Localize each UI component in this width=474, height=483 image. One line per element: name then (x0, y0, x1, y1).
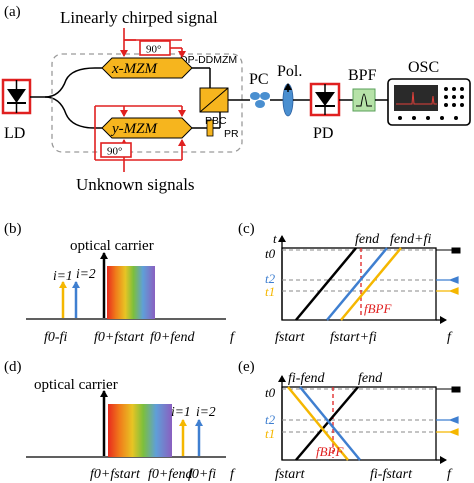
polarization-controller (250, 92, 270, 108)
d-i2-label: i=2 (196, 404, 216, 419)
y-mzm-label: y-MZM (110, 121, 158, 137)
c-blue-line (326, 247, 388, 321)
panel-d: (d) optical carrier i=1 i=2 f0+fstart f0… (4, 359, 236, 482)
polarizer (282, 83, 294, 117)
c-b1: fstart (275, 330, 306, 345)
bpf-label: BPF (348, 67, 377, 84)
phase-bottom-label: 90° (107, 146, 122, 158)
phase-top-label: 90° (146, 44, 161, 56)
pol-label: Pol. (277, 63, 302, 80)
panel-e: (e) fi-fend fend t0 t2 t1 fBPF fstart fi… (238, 359, 461, 482)
c-t1: t1 (265, 284, 275, 299)
photodetector (309, 82, 341, 117)
top-caption: Linearly chirped signal (60, 8, 218, 27)
diode-icon (7, 89, 26, 103)
pbc (199, 87, 229, 113)
e-top2: fend (358, 371, 383, 386)
e-black-line (295, 386, 359, 461)
e-b2: fi-fstart (370, 467, 413, 482)
b-faxis: f (230, 330, 236, 345)
pbc-label: PBC (205, 115, 227, 127)
panel-c-label: (c) (238, 221, 255, 237)
phase-shifter-bottom (100, 142, 132, 158)
b-i2-label: i=2 (76, 266, 96, 281)
d-faxis: f (230, 467, 236, 482)
b-tick3: f0+fend (150, 330, 195, 345)
e-blue-line (299, 386, 361, 461)
c-faxis: f (447, 330, 453, 345)
c-t2: t2 (265, 271, 276, 286)
panel-b: (b) optical carrier i=1 i=2 f0-fi f0+fst… (4, 221, 236, 345)
pr-label: PR (224, 128, 239, 140)
d-chirp-band (108, 404, 172, 457)
pc-label: PC (249, 71, 269, 88)
photodiode-icon (315, 92, 335, 106)
e-fbpf: fBPF (316, 444, 344, 459)
panel-b-label: (b) (4, 221, 22, 237)
panel-c: (c) fend fend+fi t t0 t2 t1 fBPF fstart … (238, 221, 461, 345)
pd-label: PD (313, 125, 333, 142)
b-carrier-label: optical carrier (70, 238, 154, 254)
panel-a: (a) Linearly chirped signal Unknown sign… (1, 4, 471, 194)
e-top1: fi-fend (288, 371, 326, 386)
c-b2: fstart+fi (330, 330, 377, 345)
c-top1: fend (355, 232, 380, 247)
x-mzm-label: x-MZM (111, 61, 158, 77)
e-t1: t1 (265, 426, 275, 441)
d-i1-label: i=1 (171, 404, 191, 419)
c-black-line (295, 247, 357, 321)
x-mzm: x-MZM (95, 57, 193, 79)
b-tick2: f0+fstart (94, 330, 145, 345)
panel-a-label: (a) (4, 4, 21, 20)
panel-e-label: (e) (238, 359, 255, 375)
b-i1-label: i=1 (53, 268, 73, 283)
e-t2: t2 (265, 412, 276, 427)
d-tick2: f0+fend (148, 467, 193, 482)
osc-label: OSC (408, 59, 439, 76)
dpddmzm-label: DP-DDMZM (180, 54, 237, 66)
bottom-caption: Unknown signals (76, 175, 195, 194)
c-yellow-line (340, 247, 402, 321)
ld-label: LD (4, 125, 25, 142)
c-fbpf: fBPF (364, 301, 392, 316)
bandpass-filter (352, 88, 376, 112)
oscilloscope (387, 78, 471, 126)
d-tick3: f0+fi (188, 467, 216, 482)
b-tick1: f0-fi (44, 330, 67, 345)
e-t0: t0 (265, 385, 276, 400)
phase-shifter-top (139, 40, 171, 56)
d-tick1: f0+fstart (90, 467, 141, 482)
c-top2: fend+fi (390, 232, 431, 247)
e-yellow-line (287, 386, 349, 461)
e-faxis: f (447, 467, 453, 482)
panel-d-label: (d) (4, 359, 22, 375)
e-b1: fstart (275, 467, 306, 482)
c-t-axis: t (273, 231, 277, 246)
y-mzm: y-MZM (95, 117, 193, 139)
laser-diode (1, 78, 32, 115)
b-chirp-band (107, 266, 155, 319)
d-carrier-label: optical carrier (34, 377, 118, 393)
c-t0: t0 (265, 246, 276, 261)
